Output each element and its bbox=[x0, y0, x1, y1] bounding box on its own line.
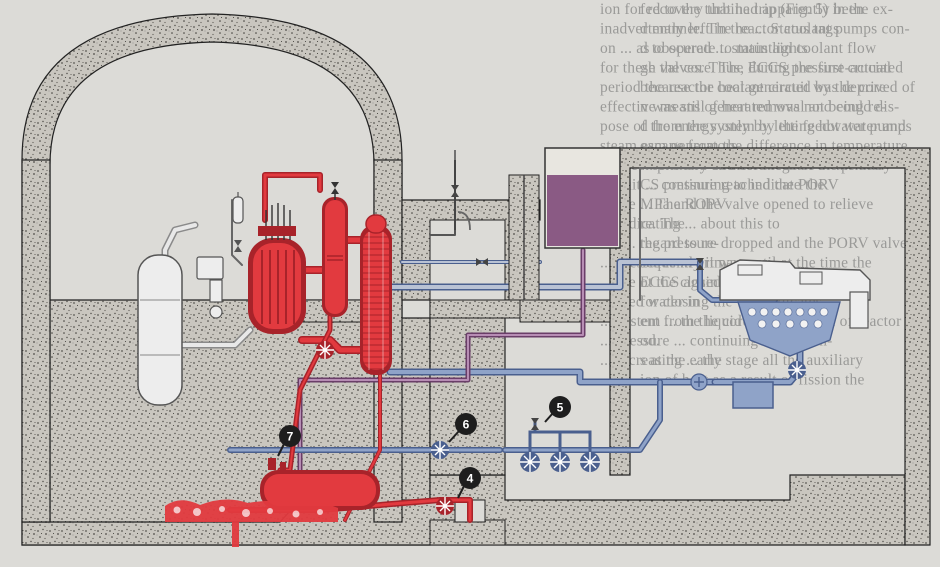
background-text-line: gh the core. The ECCS pressure-actuated bbox=[640, 60, 903, 77]
background-text-line: effective means of heat removal and coul… bbox=[600, 99, 899, 116]
background-text-line: ... the ... The ROPV bbox=[600, 196, 727, 213]
marker-5-label: 5 bbox=[557, 401, 564, 415]
booster-pump bbox=[690, 373, 708, 391]
emergency-feed-pump bbox=[431, 441, 449, 459]
vent-valve bbox=[451, 160, 488, 266]
background-text-line: because the heat generated by the core bbox=[640, 79, 886, 96]
aux-vent-loop bbox=[454, 150, 471, 231]
pressurizer bbox=[322, 182, 348, 317]
sump-drain-pump bbox=[436, 497, 454, 515]
background-text-line: d from the system by the feedwater pumps bbox=[640, 118, 912, 135]
feed-pump-header bbox=[502, 379, 663, 453]
marker-7-label: 7 bbox=[287, 430, 294, 444]
background-text-line: ... the ECCS against this bbox=[600, 274, 756, 291]
reactor-vessel bbox=[248, 203, 306, 334]
turbine-spray-line bbox=[639, 167, 721, 301]
vent-cylinder bbox=[232, 192, 244, 252]
background-text-line: od. bbox=[640, 333, 660, 350]
background-text-line: the pressure dropped and the PORV valve bbox=[640, 235, 907, 252]
sump-pit bbox=[429, 519, 506, 546]
reactor-coolant-drain-tank bbox=[260, 458, 380, 510]
background-text-line: circuit ... continuing to indicate the bbox=[600, 177, 825, 194]
marker-6: 6 bbox=[448, 413, 477, 443]
background-text-line: ion for recovery that had apparently bee… bbox=[600, 1, 864, 18]
background-text-line: d manner. The reactor coolant pumps con- bbox=[640, 21, 910, 38]
marker-6-label: 6 bbox=[463, 418, 470, 432]
marker-4-label: 4 bbox=[467, 472, 474, 486]
background-text-line: n was still generated was not being re- bbox=[640, 99, 886, 116]
background-text-line: period the reactor coolant circuit was d… bbox=[600, 79, 916, 96]
condensate-storage-tank bbox=[508, 147, 621, 301]
steam-generator bbox=[360, 214, 392, 375]
pressurizer-surge-line bbox=[262, 172, 323, 223]
background-text-line: ... system ... the liquid level bbox=[600, 313, 777, 330]
background-text-line: s at the early stage all the auxiliary bbox=[640, 352, 863, 369]
spilled-coolant bbox=[165, 499, 338, 547]
turbine-floor-left bbox=[519, 299, 611, 323]
background-text-line: ... indicating ... about this to bbox=[600, 216, 780, 233]
background-text-line: re. The bbox=[640, 216, 685, 233]
background-text-line: d to operate to maintain coolant flow bbox=[640, 40, 877, 57]
background-text-line: for these valves. Thus, during the first… bbox=[600, 60, 891, 77]
makeup-tank bbox=[137, 254, 183, 406]
background-text-line: MPa and the valve opened to relieve bbox=[640, 196, 873, 213]
containment-left-wall bbox=[21, 159, 51, 523]
containment-building bbox=[21, 13, 431, 546]
background-text-line: CS pressure reached the PORV bbox=[640, 177, 840, 194]
condensate-pump bbox=[788, 361, 806, 379]
marker-5: 5 bbox=[544, 396, 571, 423]
background-text-line: inadvertently left in the ... Status tag… bbox=[600, 21, 839, 38]
reactor-coolant-pump bbox=[316, 341, 334, 359]
condenser bbox=[737, 301, 841, 357]
marker-4: 4 bbox=[457, 467, 481, 499]
turbine bbox=[696, 258, 871, 329]
aux-floor bbox=[429, 299, 521, 319]
turbine-building bbox=[609, 147, 931, 546]
background-text-line: on ... as obscured ... status lights bbox=[600, 40, 808, 57]
feedwater-pumps bbox=[520, 418, 600, 472]
marker-7: 7 bbox=[277, 425, 301, 457]
letdown-heat-exchanger bbox=[732, 381, 774, 409]
makeup-line bbox=[231, 199, 243, 266]
background-text-line: fed to the turbine trip (Fig. 5) in the … bbox=[640, 1, 893, 18]
background-text-line: pose of the energy only by letting hot w… bbox=[600, 118, 906, 135]
makeup-valve-assembly bbox=[196, 256, 224, 319]
